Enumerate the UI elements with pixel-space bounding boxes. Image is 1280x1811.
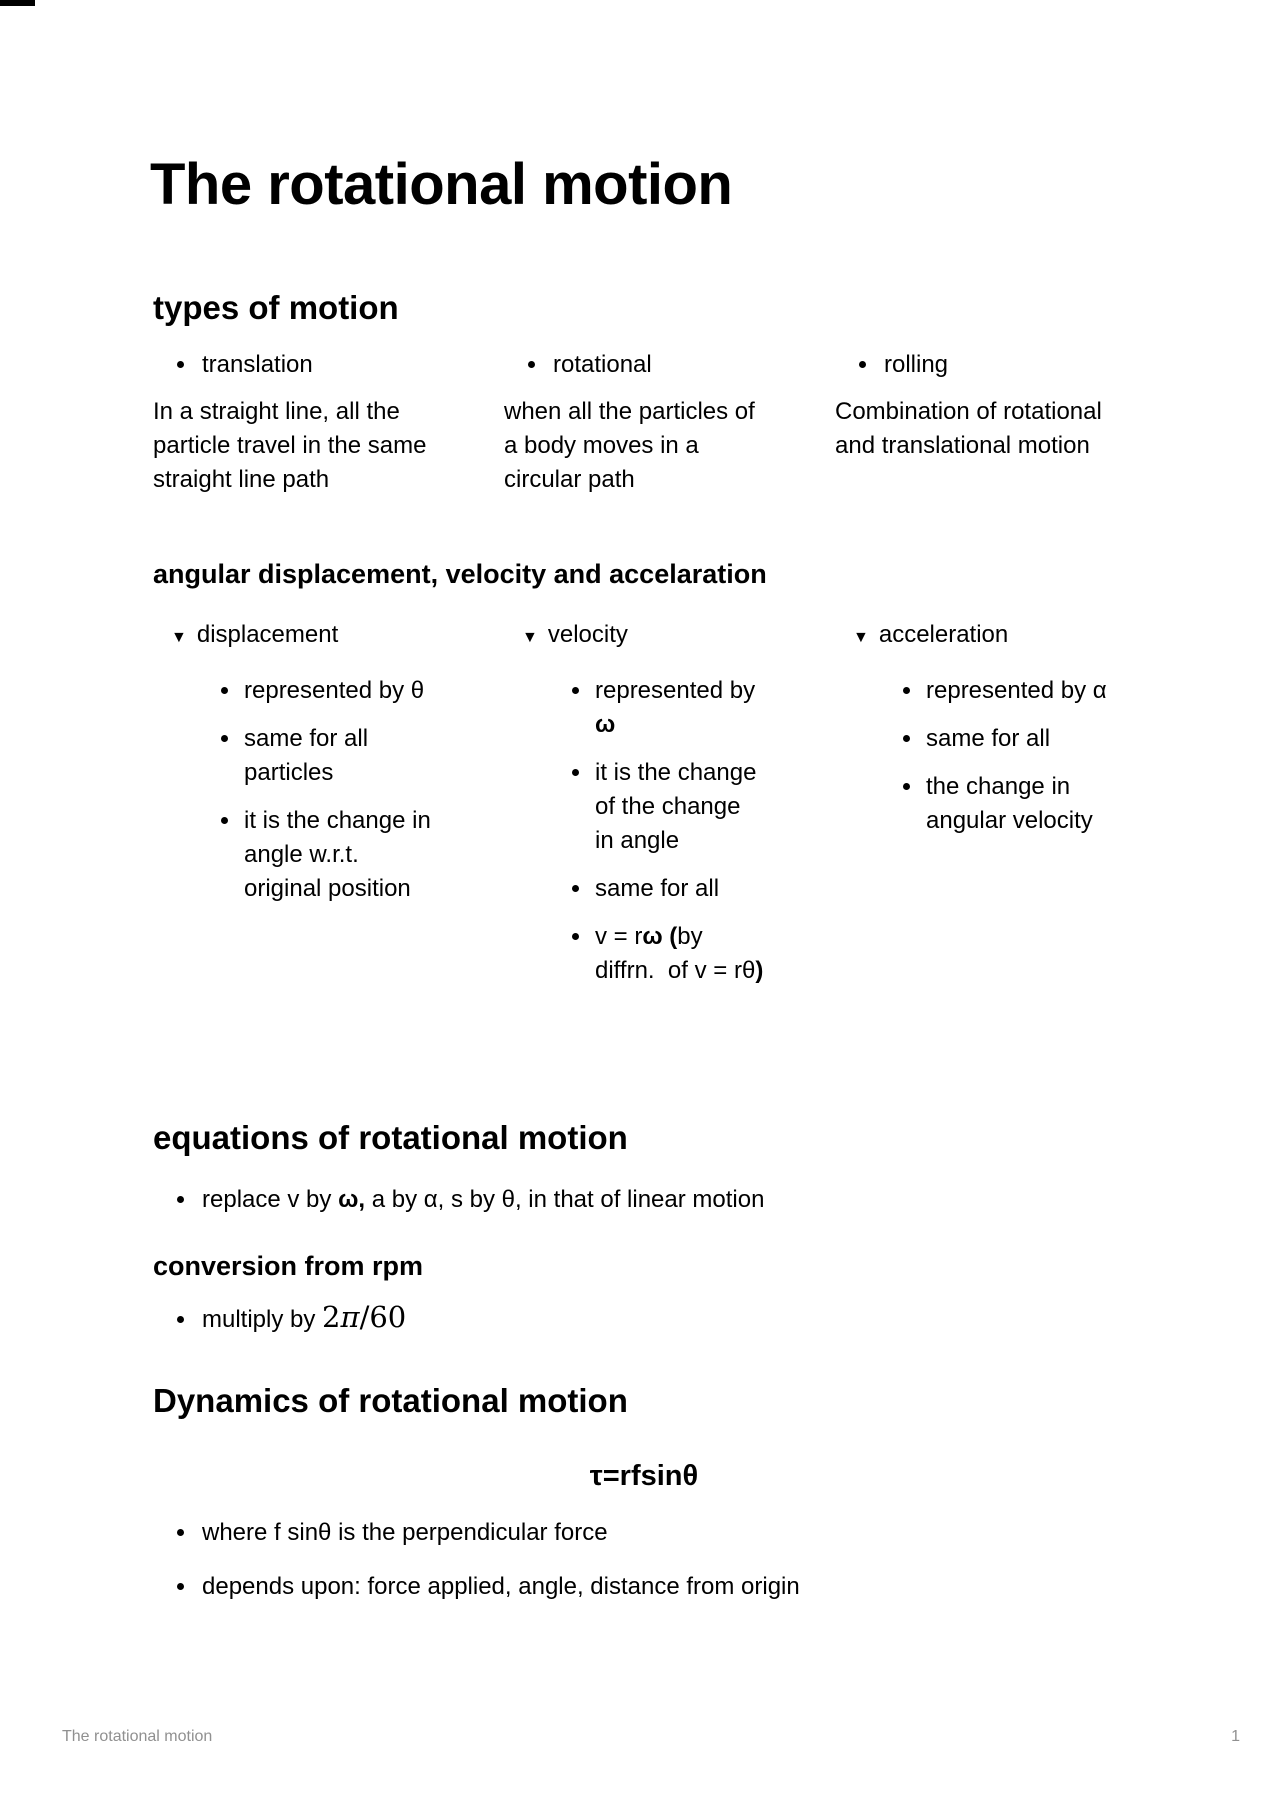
page-footer: The rotational motion 1 [0, 1727, 1280, 1747]
column-description: Combination of rotational and translatio… [835, 398, 1102, 459]
column-description: In a straight line, all the particle tra… [153, 398, 427, 493]
bullet-text: same for all [926, 725, 1051, 752]
bullet-text: same for all [595, 875, 720, 902]
toggle-open-icon: ▼ [171, 629, 187, 646]
bullet-item: it is the change of the change in angle [504, 756, 771, 858]
bullet-item: it is the change in angle w.r.t. origina… [153, 804, 440, 906]
bullet-item: same for all [835, 722, 1135, 756]
heading-angular: angular displacement, velocity and accel… [153, 559, 767, 589]
heading-equations: equations of rotational motion [153, 1119, 628, 1156]
bullet-text: it is the change in angle w.r.t. origina… [244, 807, 438, 902]
bullet-item: multiply by 2π/60 [153, 1303, 1133, 1337]
bullet-list: translation [153, 348, 440, 382]
page-title: The rotational motion [150, 152, 733, 217]
bullet-text: depends upon: force applied, angle, dist… [202, 1573, 800, 1600]
bullet-text: it is the change of the change in angle [595, 759, 764, 854]
toggle-label: acceleration [878, 621, 1009, 648]
bullet-item: depends upon: force applied, angle, dist… [153, 1570, 1153, 1604]
toggle-block-displacement: ▼ displacement represented by θ same for… [153, 618, 440, 1002]
toggle-sublist: represented by ω it is the change of the… [504, 674, 771, 988]
bullet-item: same for all particles [153, 722, 440, 790]
bullet-item: represented by α [835, 674, 1135, 708]
angular-columns: ▼ displacement represented by θ same for… [153, 618, 1135, 1002]
footer-doc-title: The rotational motion [62, 1728, 213, 1745]
toggle-sublist: represented by θ same for all particles … [153, 674, 440, 906]
bullet-text: represented by θ [244, 677, 425, 704]
bullet-text: replace v by ω, a by α, s by θ, in that … [202, 1186, 765, 1213]
bullet-item: replace v by ω, a by α, s by θ, in that … [153, 1183, 1133, 1217]
toggle-sublist: represented by α same for all the change… [835, 674, 1135, 838]
bullet-item: the change in angular velocity [835, 770, 1135, 838]
screen-artifact [0, 0, 35, 6]
bullet-text: where f sinθ is the perpendicular force [202, 1519, 608, 1546]
types-columns: translation In a straight line, all the … [153, 348, 1135, 497]
bullet-list: rolling [835, 348, 1135, 382]
torque-equation: τ=rfsinθ [589, 1460, 699, 1492]
bullet-item: rolling [835, 348, 1135, 382]
bullet-list: depends upon: force applied, angle, dist… [153, 1570, 1153, 1617]
toggle-velocity: ▼ velocity [504, 618, 771, 655]
bullet-item: where f sinθ is the perpendicular force [153, 1516, 1153, 1550]
bullet-text: represented by α [926, 677, 1107, 704]
bullet-list: multiply by 2π/60 [153, 1303, 1133, 1350]
page-number: 1 [1231, 1728, 1240, 1745]
bullet-item: same for all [504, 872, 771, 906]
toggle-label: velocity [547, 621, 628, 648]
bullet-text: multiply by 2π/60 [202, 1300, 407, 1334]
bullet-text: the change in angular velocity [926, 773, 1093, 834]
toggle-displacement: ▼ displacement [153, 618, 440, 655]
bullet-item: rotational [504, 348, 771, 382]
column-rotational: rotational when all the particles of a b… [504, 348, 771, 497]
heading-dynamics: Dynamics of rotational motion [153, 1382, 628, 1419]
heading-conversion: conversion from rpm [153, 1251, 424, 1281]
bullet-item: represented by θ [153, 674, 440, 708]
toggle-acceleration: ▼ acceleration [835, 618, 1135, 655]
column-rolling: rolling Combination of rotational and tr… [835, 348, 1135, 497]
column-description: when all the particles of a body moves i… [504, 398, 755, 493]
column-translation: translation In a straight line, all the … [153, 348, 440, 497]
bullet-text: represented by ω [595, 677, 762, 738]
bullet-list: replace v by ω, a by α, s by θ, in that … [153, 1183, 1133, 1230]
toggle-block-acceleration: ▼ acceleration represented by α same for… [835, 618, 1135, 1002]
bullet-item: represented by ω [504, 674, 771, 742]
toggle-block-velocity: ▼ velocity represented by ω it is the ch… [504, 618, 771, 1002]
bullet-item: v = rω (by diffrn. of v = rθ) [504, 920, 771, 988]
heading-types-of-motion: types of motion [153, 289, 399, 326]
bullet-text: same for all particles [244, 725, 375, 786]
bullet-list: where f sinθ is the perpendicular force [153, 1516, 1153, 1563]
bullet-item: translation [153, 348, 440, 382]
bullet-text: v = rω (by diffrn. of v = rθ) [595, 923, 764, 984]
toggle-open-icon: ▼ [853, 629, 869, 646]
toggle-label: displacement [196, 621, 339, 648]
bullet-list: rotational [504, 348, 771, 382]
toggle-open-icon: ▼ [522, 629, 538, 646]
